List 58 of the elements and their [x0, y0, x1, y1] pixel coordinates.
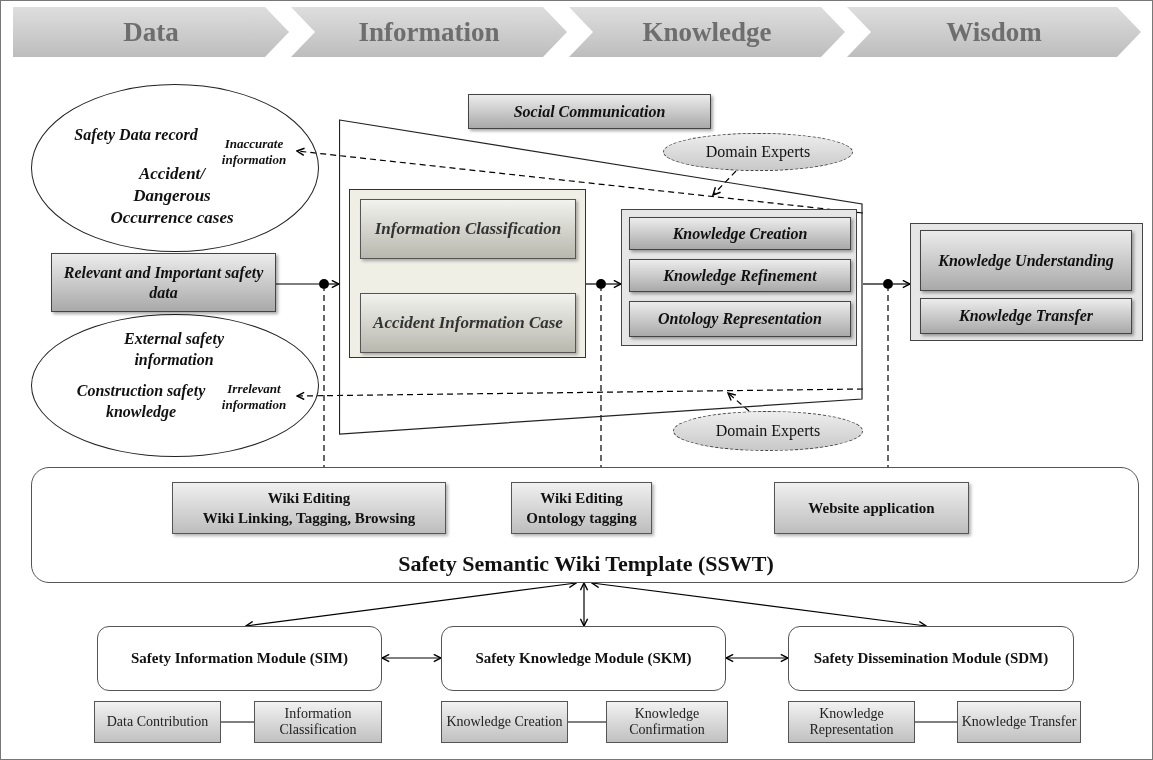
node-text: External safety information [123, 329, 225, 371]
stage-banner: Data [13, 7, 289, 57]
expert-ellipse: Domain Experts [673, 411, 863, 451]
wiki-box [511, 482, 652, 534]
template-panel [31, 467, 1139, 583]
double-arrow [725, 653, 789, 663]
group-box [349, 189, 586, 358]
expert-ellipse: Domain Experts [663, 133, 853, 171]
group-box [910, 223, 1143, 341]
junction-dot [596, 279, 606, 289]
process-box: Knowledge Creation [629, 217, 851, 250]
double-arrow [579, 582, 589, 627]
irrelevant-info-label: Irrelevant information [210, 377, 298, 417]
connector-line [862, 283, 884, 285]
function-box: Information Classification [254, 701, 382, 743]
process-box: Information Classification [360, 199, 576, 259]
stage-banner: Information [291, 7, 567, 57]
junction-dot [883, 279, 893, 289]
junction-dot [319, 279, 329, 289]
process-box: Knowledge Understanding [920, 230, 1132, 291]
process-box: Knowledge Refinement [629, 259, 851, 292]
arrow [892, 279, 911, 289]
stage-banner: Knowledge [569, 7, 845, 57]
connector-line [914, 721, 958, 723]
dashed-arrow [296, 388, 864, 401]
group-box [621, 209, 857, 346]
node-text: Safety Data record [73, 125, 199, 146]
stage-banner: Wisdom [847, 7, 1141, 57]
connector-line [275, 283, 320, 285]
function-box: Knowledge Confirmation [606, 701, 728, 743]
dashed-arrow [727, 392, 750, 412]
process-box: Relevant and Important safety data [51, 253, 276, 312]
process-box: Social Communication [468, 94, 711, 129]
function-box: Knowledge Creation [441, 701, 568, 743]
connector-line [220, 721, 255, 723]
node-text: Wiki Linking, Tagging, Browsing [202, 509, 416, 528]
connector-line [567, 721, 607, 723]
node-text: Wiki Editing [540, 488, 623, 508]
module-box: Safety Information Module (SIM) [97, 626, 382, 691]
dashed-arrow [296, 147, 864, 214]
arrow [328, 279, 340, 289]
function-box: Knowledge Representation [788, 701, 915, 743]
process-box: Knowledge Transfer [920, 298, 1132, 334]
dashed-arrow [712, 170, 737, 196]
wiki-box: Website application [774, 482, 969, 534]
connector-line [585, 283, 597, 285]
node-text: Ontology tagging [526, 509, 637, 528]
double-arrow [381, 653, 442, 663]
function-box: Knowledge Transfer [957, 701, 1081, 743]
wiki-box [172, 482, 446, 534]
process-box: Accident Information Case [360, 293, 576, 353]
module-box: Safety Knowledge Module (SKM) [441, 626, 726, 691]
process-box: Ontology Representation [629, 301, 851, 337]
node-text: Safety Semantic Wiki Template (SSWT) [397, 550, 775, 578]
function-box: Data Contribution [94, 701, 221, 743]
arrow [605, 279, 622, 289]
node-text: Wiki Editing [267, 488, 351, 508]
module-box: Safety Dissemination Module (SDM) [788, 626, 1074, 691]
